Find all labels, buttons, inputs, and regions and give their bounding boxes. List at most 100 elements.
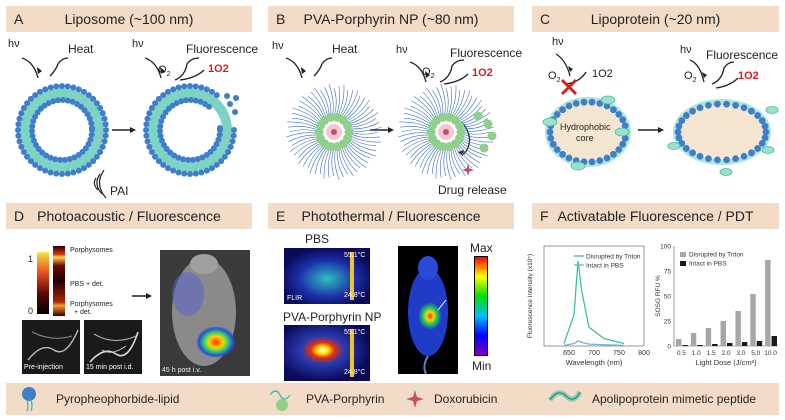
- panel-e-letter: E: [276, 208, 286, 224]
- colorbar-max: Max: [470, 241, 493, 255]
- bar-y-tick: 25: [664, 319, 672, 326]
- thermal-min-temp-1: 24.8°C: [344, 292, 366, 299]
- panel-b-hv2: hν: [396, 44, 408, 56]
- line-x-label: Wavelength (nm): [566, 358, 623, 367]
- doxorubicin-star-icon: [406, 390, 424, 408]
- bar-x-tick: 10.0: [764, 350, 777, 357]
- line-legend-label: Disrupted by Triton: [586, 254, 641, 261]
- liposome-burst: [143, 83, 239, 177]
- pa-label-porphysomes: Porphysomes: [70, 247, 113, 254]
- panel-c-title: Lipoprotein (~20 nm): [590, 11, 721, 27]
- panel-e-pbs-label: PBS: [305, 232, 330, 246]
- light-arrow: [21, 57, 39, 79]
- thermal-max-temp-1: 55.1°C: [344, 252, 366, 259]
- panel-c-fluorescence: Fluorescence: [706, 48, 779, 62]
- pva-np-releasing: [398, 84, 497, 180]
- legend-bar: Pyropheophorbide-lipid PVA-Porphyrin Dox…: [6, 383, 779, 415]
- pa-scale-min: 0: [28, 306, 34, 316]
- bar-legend-swatch: [680, 252, 686, 257]
- bar-y-tick: 0: [667, 344, 671, 351]
- panel-d-header: D Photoacoustic / Fluorescence: [6, 203, 252, 229]
- bar-1-5: [756, 341, 763, 346]
- liposome-intact: [15, 83, 109, 177]
- bar-x-label: Light Dose (J/cm²): [695, 358, 757, 367]
- panel-c-header: C Lipoprotein (~20 nm): [532, 6, 779, 32]
- bar-1-0: [682, 345, 688, 346]
- bar-1-6: [771, 336, 777, 346]
- pa-pre-injection: Pre-injection: [24, 364, 63, 371]
- thermal-max-temp-2: 55.1°C: [344, 329, 366, 336]
- thermal-image-np: [284, 325, 370, 381]
- mouse-fluorescence-image: [160, 250, 250, 376]
- panel-b-heat: Heat: [332, 42, 358, 56]
- rat-fluorescence-image: [398, 246, 458, 375]
- panel-a-hv2: hν: [132, 38, 144, 50]
- pa-scale-max: 1: [28, 254, 34, 264]
- bar-x-tick: 5.0: [751, 350, 760, 357]
- panel-a-title: Liposome (~100 nm): [64, 11, 194, 27]
- panel-c-singlet-oxygen: 1O2: [738, 70, 759, 82]
- panel-b-title: PVA-Porphyrin NP (~80 nm): [303, 11, 479, 27]
- line-chart-frame: [543, 245, 645, 347]
- panel-b-hv: hν: [272, 40, 284, 52]
- pa-colorbar: [37, 252, 49, 314]
- lipoprotein-intact: [542, 95, 631, 171]
- panel-a-header: A Liposome (~100 nm): [6, 6, 252, 32]
- panel-c-o2b: O2: [684, 70, 697, 85]
- panel-a-singlet-oxygen: 1O2: [208, 63, 229, 75]
- bar-0-2: [705, 328, 712, 346]
- bar-legend-label: Intact in PBS: [689, 261, 727, 268]
- panel-b-letter: B: [276, 11, 286, 27]
- pa-label-pbs: PBS + det.: [70, 281, 104, 288]
- panel-d-title: Photoacoustic / Fluorescence: [37, 208, 221, 224]
- line-x-tick: 700: [588, 350, 600, 357]
- panel-f-letter: F: [540, 208, 549, 224]
- bar-x-tick: 1.0: [692, 350, 701, 357]
- bar-y-label: SOSG RFU %: [655, 275, 662, 317]
- panel-b-singlet-oxygen: 1O2: [472, 67, 493, 79]
- panel-a-o2: O2: [158, 64, 171, 79]
- panel-a-letter: A: [14, 11, 24, 27]
- bar-y-tick: 75: [664, 269, 672, 276]
- panel-b-header: B PVA-Porphyrin NP (~80 nm): [268, 6, 514, 32]
- bar-0-0: [676, 339, 682, 346]
- pa-label-porphysomes-det: Porphysomes: [70, 301, 113, 308]
- panel-f-title: Activatable Fluorescence / PDT: [557, 208, 754, 224]
- line-series-1: [563, 340, 625, 347]
- panel-b-drug-release: Drug release: [438, 183, 507, 197]
- pva-np-intact: [286, 84, 382, 180]
- lipid-icon: [22, 387, 36, 412]
- panel-e-header: E Photothermal / Fluorescence: [268, 203, 514, 229]
- panel-c-core-line2: core: [576, 133, 594, 143]
- colorbar-min: Min: [472, 359, 492, 373]
- panel-c-core-line1: Hydrophobic: [560, 122, 611, 132]
- flir-logo-1: FLIR: [287, 295, 303, 302]
- bar-1-3: [727, 343, 733, 346]
- pa-post-injection: 15 min post i.d.: [86, 364, 134, 371]
- panel-c-letter: C: [540, 11, 551, 27]
- thermal-image-pbs: [284, 248, 370, 304]
- bar-0-1: [690, 333, 697, 346]
- panel-c-singlet-blocked: 1O2: [592, 68, 613, 80]
- panel-c-hv2: hν: [680, 44, 692, 56]
- panel-c-hv: hν: [552, 36, 564, 48]
- bar-legend-swatch: [680, 261, 686, 266]
- panel-b-o2: O2: [422, 66, 435, 81]
- mouse-caption: 45 h post i.v.: [162, 367, 202, 374]
- panel-f-header: F Activatable Fluorescence / PDT: [532, 203, 779, 229]
- bar-0-3: [720, 321, 726, 346]
- bar-legend-label: Disrupted by Triton: [689, 252, 744, 259]
- bar-0-4: [735, 311, 741, 346]
- panel-a-pai: PAI: [110, 184, 129, 198]
- line-y-label: Fluorescence Intensity (x10⁵): [527, 254, 534, 338]
- bar-x-tick: 1.5: [707, 350, 716, 357]
- heat-arrow: [49, 57, 69, 77]
- line-x-tick: 650: [563, 350, 575, 357]
- bar-x-tick: 3.0: [736, 350, 745, 357]
- legend-doxorubicin: Doxorubicin: [404, 383, 497, 415]
- line-x-tick: 800: [638, 350, 650, 357]
- panel-c-o2: O2: [548, 70, 561, 85]
